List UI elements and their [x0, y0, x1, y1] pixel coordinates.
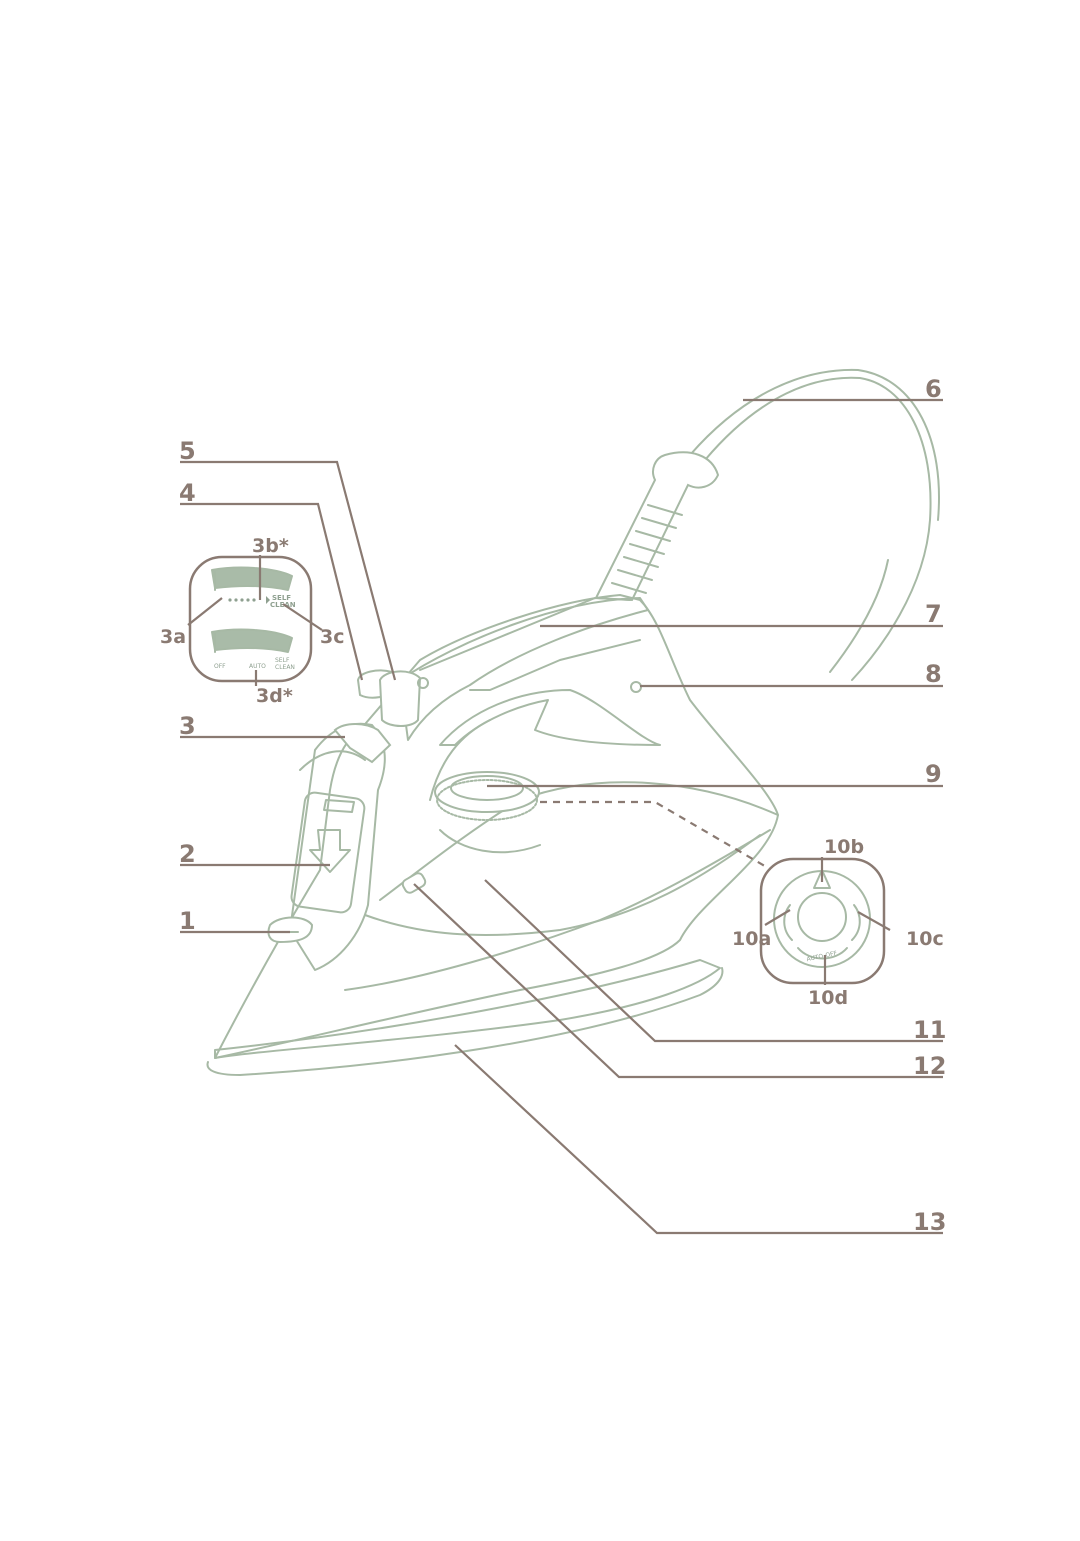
water-tank-window [290, 791, 366, 914]
soleplate [214, 959, 721, 1059]
auto-off-light [630, 681, 642, 693]
temperature-dial [434, 771, 540, 821]
label-10a: 10a [732, 928, 771, 950]
self-label-bottom: SELF [275, 657, 290, 664]
indicator-lights [401, 872, 427, 894]
label-12: 12 [913, 1052, 946, 1080]
steam-selector-inset: SELF CLEAN OFF AUTO SELF CLEAN 3b* 3a 3c… [160, 535, 344, 707]
clean-label-bottom: CLEAN [275, 664, 295, 671]
label-11: 11 [913, 1016, 946, 1044]
self-label-top: SELF [272, 594, 291, 602]
label-7: 7 [925, 600, 942, 628]
label-8: 8 [925, 660, 942, 688]
label-3a: 3a [160, 626, 186, 648]
label-2: 2 [179, 840, 196, 868]
label-3b: 3b* [252, 535, 289, 557]
filling-inlet-cap [267, 916, 314, 944]
off-label: OFF [214, 663, 226, 670]
part-labels: 5 4 3 2 1 6 7 8 9 11 12 13 [179, 375, 946, 1236]
label-3d: 3d* [256, 685, 293, 707]
cord-guard [594, 451, 720, 602]
iron-drawing [206, 368, 940, 1076]
label-10d: 10d [808, 987, 848, 1009]
label-9: 9 [925, 760, 942, 788]
label-4: 4 [179, 479, 196, 507]
control-panel-inset: AUTO-OFF 10b 10a 10c 10d [732, 836, 944, 1009]
label-5: 5 [179, 437, 196, 465]
leader-lines [180, 398, 943, 1235]
steam-control [333, 723, 392, 764]
burst-button [378, 670, 422, 727]
label-3c: 3c [320, 626, 344, 648]
label-10c: 10c [906, 928, 944, 950]
handle [399, 597, 649, 741]
label-6: 6 [925, 375, 942, 403]
dot-scale [228, 596, 270, 604]
power-cord [704, 376, 932, 681]
label-1: 1 [179, 907, 196, 935]
auto-label: AUTO [249, 663, 266, 670]
label-13: 13 [913, 1208, 946, 1236]
up-arrow-icon [813, 869, 831, 889]
label-3: 3 [179, 712, 196, 740]
label-10b: 10b [824, 836, 864, 858]
